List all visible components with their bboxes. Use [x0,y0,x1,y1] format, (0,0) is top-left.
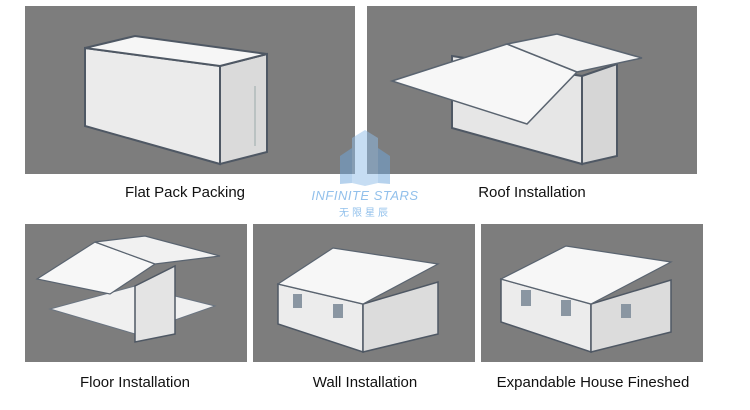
step-image-floor-installation [25,224,247,362]
building-logo-icon [340,130,390,186]
caption-flat-pack-packing: Flat Pack Packing [124,184,246,201]
step-image-wall-installation [253,224,475,362]
watermark-brand-cn: 无限星辰 [339,208,391,219]
step-image-roof-installation [367,6,697,174]
watermark: INFINITE STARS 无限星辰 [300,128,430,220]
caption-roof-installation: Roof Installation [478,184,586,201]
caption-wall-installation: Wall Installation [312,374,418,391]
watermark-brand-en: INFINITE STARS [311,188,419,203]
caption-expandable-house-finished: Expandable House Fineshed [496,374,690,391]
step-image-flat-pack [25,6,355,174]
caption-floor-installation: Floor Installation [79,374,191,391]
step-image-expandable-house-finished [481,224,703,362]
